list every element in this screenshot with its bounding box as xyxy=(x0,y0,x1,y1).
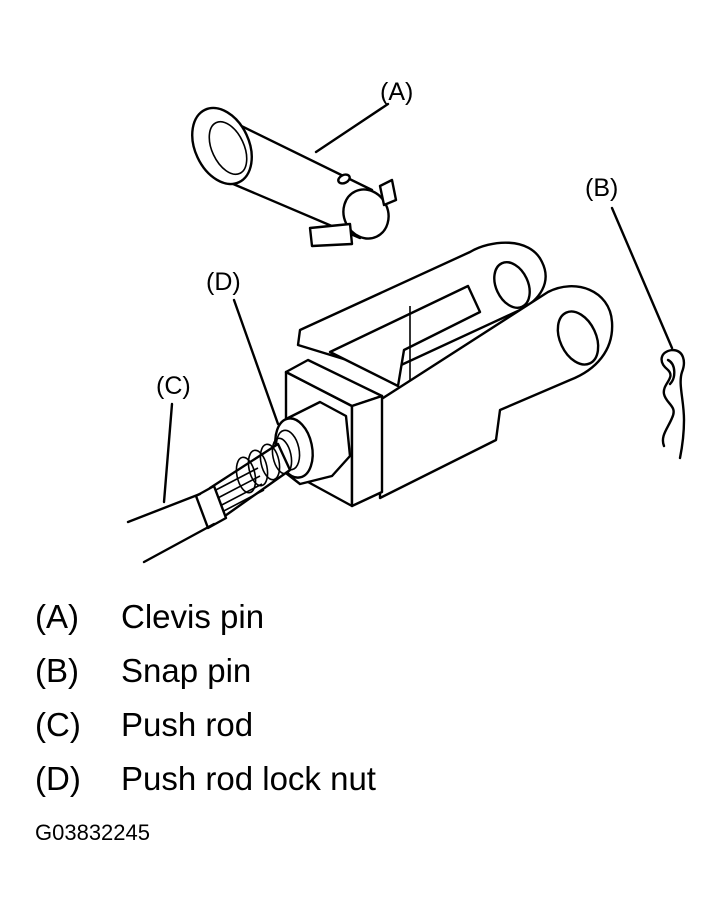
legend-key: (D) xyxy=(35,760,81,797)
legend-key: (A) xyxy=(35,598,79,635)
callout-a: (A) xyxy=(380,78,413,106)
callout-c: (C) xyxy=(156,372,191,400)
snap-pin-drawing xyxy=(660,348,686,460)
legend-key: (B) xyxy=(35,652,79,689)
legend-text: Push rod xyxy=(121,706,254,743)
legend-key: (C) xyxy=(35,706,81,743)
figure-code: G03832245 xyxy=(35,820,150,845)
leader-lines xyxy=(162,102,674,504)
leader-b xyxy=(610,206,674,350)
leader-c xyxy=(162,402,174,504)
legend-text: Clevis pin xyxy=(121,598,265,635)
clevis-pin-drawing xyxy=(191,106,398,248)
leader-a xyxy=(314,102,390,154)
clevis-assembly-diagram: (A) (B) (C) (D) xyxy=(126,78,686,564)
callout-b: (B) xyxy=(585,174,618,202)
push-rod-drawing xyxy=(126,437,293,564)
leader-d xyxy=(232,298,280,426)
lock-nut-drawing xyxy=(274,400,352,486)
legend-text: Snap pin xyxy=(121,652,252,689)
callout-d: (D) xyxy=(206,268,241,296)
clevis-yoke-drawing xyxy=(284,241,614,508)
legend-text: Push rod lock nut xyxy=(121,760,376,797)
